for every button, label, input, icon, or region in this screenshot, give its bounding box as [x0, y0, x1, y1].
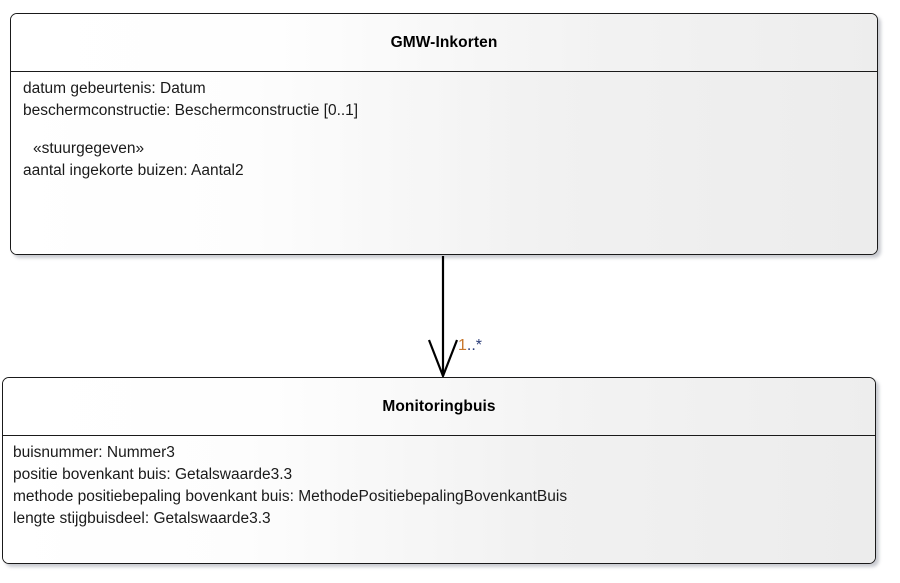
class-attributes-monitoringbuis: buisnummer: Nummer3 positie bovenkant bu…: [3, 436, 875, 563]
attribute-row: buisnummer: Nummer3: [13, 444, 175, 461]
arrowhead-open-icon: [427, 339, 459, 380]
attribute-row: datum gebeurtenis: Datum: [23, 80, 206, 97]
class-header-gmw-inkorten: GMW-Inkorten: [11, 14, 877, 72]
multiplicity-separator: ..: [466, 337, 476, 354]
attribute-row: methode positiebepaling bovenkant buis: …: [13, 488, 568, 505]
multiplicity-lower: 1: [458, 337, 467, 354]
class-box-gmw-inkorten[interactable]: GMW-Inkorten datum gebeurtenis: Datum be…: [10, 13, 878, 255]
connector-multiplicity-label: 1..*: [458, 337, 482, 355]
attribute-row: beschermconstructie: Beschermconstructie…: [23, 102, 359, 119]
class-name-gmw-inkorten: GMW-Inkorten: [390, 33, 498, 51]
attribute-row: aantal ingekorte buizen: Aantal2: [23, 162, 244, 179]
class-box-monitoringbuis[interactable]: Monitoringbuis buisnummer: Nummer3 posit…: [2, 377, 876, 564]
attribute-stereotype: «stuurgegeven»: [33, 140, 145, 157]
class-name-monitoringbuis: Monitoringbuis: [382, 397, 496, 415]
multiplicity-upper: *: [475, 337, 483, 354]
attribute-row: lengte stijgbuisdeel: Getalswaarde3.3: [13, 510, 271, 527]
class-header-monitoringbuis: Monitoringbuis: [3, 378, 875, 436]
attribute-row: positie bovenkant buis: Getalswaarde3.3: [13, 466, 293, 483]
class-attributes-gmw-inkorten: datum gebeurtenis: Datum beschermconstru…: [11, 72, 877, 254]
